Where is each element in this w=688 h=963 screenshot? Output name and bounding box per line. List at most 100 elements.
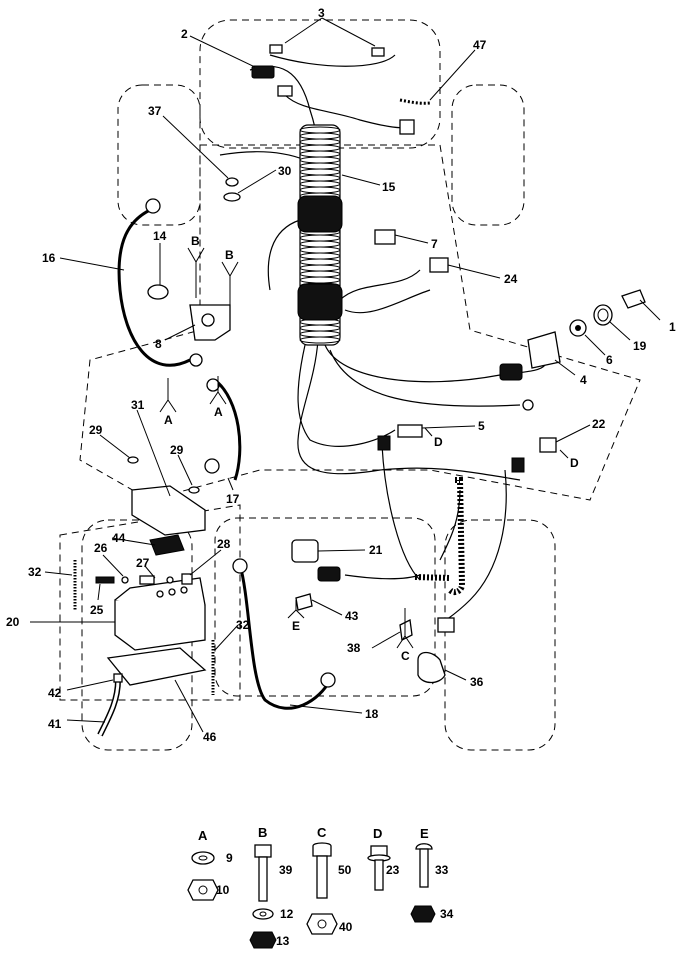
callout-17: 17 xyxy=(226,492,240,506)
leader-41 xyxy=(66,719,106,723)
seat-switch-plug xyxy=(317,566,341,582)
pan-head-screw-shank-icon xyxy=(419,848,429,888)
coil-wire xyxy=(447,477,466,596)
harness-branch-left xyxy=(219,151,306,161)
legend-part-33: 33 xyxy=(435,863,449,877)
legend-part-12: 12 xyxy=(280,907,294,921)
ignition-switch xyxy=(527,331,561,369)
frame-outline xyxy=(79,144,641,501)
callout-7: 7 xyxy=(431,237,438,251)
callout-41: 41 xyxy=(48,717,62,731)
callout-19: 19 xyxy=(633,339,647,353)
legend-part-13: 13 xyxy=(276,934,290,948)
callout-8: 8 xyxy=(155,337,162,351)
callout-1: 1 xyxy=(669,320,676,334)
harness-clamp xyxy=(417,651,446,684)
leader-7 xyxy=(394,234,429,244)
callout-2: 2 xyxy=(181,27,188,41)
ref-letter-a2: A xyxy=(214,405,223,419)
leader-42 xyxy=(66,679,114,691)
callout-3: 3 xyxy=(318,6,325,20)
cable-ring-16-bottom xyxy=(189,353,203,367)
ref-arrow-a1 xyxy=(159,378,177,413)
callout-36: 36 xyxy=(470,675,484,689)
hex-bolt-head-icon xyxy=(254,844,272,858)
headlight-wire xyxy=(269,54,396,67)
callout-42: 42 xyxy=(48,686,62,700)
callout-14: 14 xyxy=(153,229,167,243)
leader-5 xyxy=(421,425,476,429)
legend-part-23: 23 xyxy=(386,863,400,877)
callout-4: 4 xyxy=(580,373,587,387)
leader-31 xyxy=(136,409,171,497)
callout-18: 18 xyxy=(365,707,379,721)
callout-20: 20 xyxy=(6,615,20,629)
terminal-nut-26 xyxy=(121,576,129,584)
conduit-ring xyxy=(299,336,341,344)
battery-cap-3 xyxy=(180,586,188,594)
legend-part-34: 34 xyxy=(440,907,454,921)
solenoid-terminal xyxy=(201,313,215,327)
flat-washer-hole xyxy=(198,855,208,861)
callout-21: 21 xyxy=(369,543,383,557)
legend-part-50: 50 xyxy=(338,863,352,877)
headlight-connector xyxy=(251,65,275,79)
callout-37: 37 xyxy=(148,104,162,118)
switch-7 xyxy=(374,229,396,245)
leader-37 xyxy=(162,115,229,179)
callout-24: 24 xyxy=(504,272,518,286)
seat-switch xyxy=(291,539,319,563)
ref-arrow-b2 xyxy=(221,261,239,310)
lock-nut-icon xyxy=(249,931,277,949)
harness-branch-solenoid xyxy=(267,219,301,291)
callout-31: 31 xyxy=(131,398,145,412)
harness-branch-switch xyxy=(297,344,396,447)
leader-47 xyxy=(429,49,476,101)
washer-29-left xyxy=(127,456,139,464)
leader-43 xyxy=(311,599,343,616)
callout-47: 47 xyxy=(473,38,487,52)
harness-branch-key xyxy=(324,344,546,383)
leader-6 xyxy=(584,334,606,356)
switch-5-plug xyxy=(377,435,391,451)
legend-part-39: 39 xyxy=(279,863,293,877)
callout-29-left: 29 xyxy=(89,423,103,437)
legend-part-10: 10 xyxy=(216,883,230,897)
callout-25: 25 xyxy=(90,603,104,617)
cable-ring-17-bottom xyxy=(204,458,220,474)
ref-letter-c1: C xyxy=(401,649,410,663)
lock-washer-hole xyxy=(259,911,267,917)
terminal-nut-27 xyxy=(166,576,174,584)
legend-group-e: E xyxy=(420,826,429,841)
callout-6: 6 xyxy=(606,353,613,367)
coil-wire-tail xyxy=(414,574,451,581)
rear-left-wheel-outline xyxy=(81,519,193,751)
legend-group-c: C xyxy=(317,825,327,840)
callout-15: 15 xyxy=(382,180,396,194)
leader-25 xyxy=(97,583,101,601)
leader-3a xyxy=(284,17,323,44)
leader-24 xyxy=(447,264,501,279)
ref-letter-d2: D xyxy=(570,456,579,470)
ref-letter-b1: B xyxy=(191,234,200,248)
leader-21 xyxy=(317,549,366,552)
legend-part-9: 9 xyxy=(226,851,233,865)
leader-4 xyxy=(554,359,576,376)
callout-46: 46 xyxy=(203,730,217,744)
callout-16: 16 xyxy=(42,251,56,265)
ignition-plug xyxy=(499,363,523,381)
callout-32-right: 32 xyxy=(236,618,250,632)
ground-washer xyxy=(223,192,241,202)
terminal-bolt-27 xyxy=(139,575,155,585)
callout-44: 44 xyxy=(112,531,126,545)
callout-29-right: 29 xyxy=(170,443,184,457)
leader-8 xyxy=(164,324,196,341)
callout-32-left: 32 xyxy=(28,565,42,579)
vent-tube-inner xyxy=(98,679,120,736)
front-left-wheel-outline xyxy=(117,84,201,226)
leader-15 xyxy=(341,174,381,186)
terminal-28 xyxy=(181,573,193,585)
battery-cap-1 xyxy=(156,590,164,598)
battery-cable-16 xyxy=(117,208,191,367)
reference-markers xyxy=(159,247,569,649)
